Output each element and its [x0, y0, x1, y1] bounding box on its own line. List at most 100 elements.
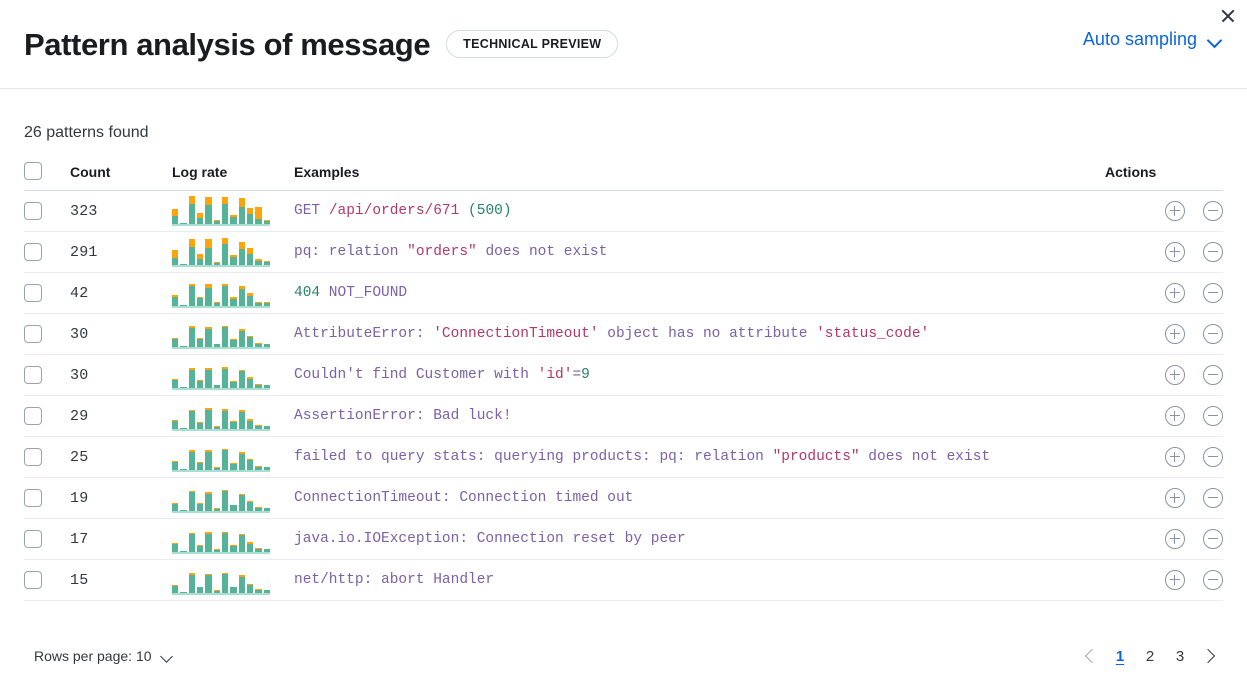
page-title: Pattern analysis of message: [24, 26, 431, 62]
sparkline-bar-base: [188, 534, 195, 552]
sparkline-bar: [255, 237, 262, 265]
sparkline-bar-top: [221, 367, 229, 369]
minus-in-circle-icon[interactable]: [1203, 488, 1223, 508]
row-select-cell: [24, 395, 70, 437]
sparkline-bar-base: [255, 507, 262, 511]
sparkline-bar-top: [238, 241, 245, 249]
sparkline-bar-top: [230, 545, 237, 546]
count-cell: 25: [70, 436, 172, 478]
plus-in-circle-icon[interactable]: [1165, 406, 1185, 426]
minus-in-circle-icon[interactable]: [1203, 406, 1223, 426]
example-token: pq: relation: [294, 244, 408, 260]
minus-in-circle-icon[interactable]: [1203, 283, 1223, 303]
chevron-right-icon[interactable]: [1197, 641, 1223, 671]
sparkline-bar-top: [205, 450, 212, 453]
pagination-page-3[interactable]: 3: [1175, 647, 1185, 665]
sparkline-bar-top: [246, 208, 254, 215]
sparkline-bar: [230, 442, 237, 470]
row-checkbox[interactable]: [24, 366, 42, 384]
sparkline-bar-base: [263, 508, 270, 511]
count-cell: 17: [70, 518, 172, 560]
minus-in-circle-icon[interactable]: [1203, 447, 1223, 467]
column-header-log-rate[interactable]: Log rate: [172, 162, 294, 191]
plus-in-circle-icon[interactable]: [1165, 488, 1185, 508]
plus-in-circle-icon[interactable]: [1165, 447, 1185, 467]
row-checkbox[interactable]: [24, 571, 42, 589]
chevron-left-icon[interactable]: [1077, 641, 1103, 671]
row-select-cell: [24, 231, 70, 273]
sparkline-bar-top: [196, 379, 204, 381]
chevron-down-icon[interactable]: [1207, 32, 1223, 48]
sparkline-bar-base: [213, 344, 220, 347]
sparkline-bar-base: [180, 304, 187, 306]
sparkline-bar-base: [246, 543, 254, 552]
sparkline-bar-base: [230, 298, 237, 306]
plus-in-circle-icon[interactable]: [1165, 324, 1185, 344]
sparkline-bar: [213, 401, 220, 429]
log-rate-cell: [172, 190, 294, 232]
sparkline-bar-base: [188, 286, 195, 306]
row-checkbox[interactable]: [24, 448, 42, 466]
minus-in-circle-icon[interactable]: [1203, 242, 1223, 262]
minus-in-circle-icon[interactable]: [1203, 201, 1223, 221]
actions-cell: [1105, 190, 1223, 232]
column-header-examples[interactable]: Examples: [294, 162, 1105, 191]
rows-per-page-selector[interactable]: Rows per page: 10: [24, 648, 174, 664]
example-token: AttributeError:: [294, 326, 434, 342]
sparkline-bar-top: [196, 338, 204, 340]
row-checkbox[interactable]: [24, 243, 42, 261]
row-checkbox[interactable]: [24, 284, 42, 302]
row-checkbox[interactable]: [24, 325, 42, 343]
sparkline-bar: [213, 360, 220, 388]
sparkline-bar-top: [238, 329, 245, 331]
row-checkbox[interactable]: [24, 202, 42, 220]
pagination-page-2[interactable]: 2: [1145, 647, 1155, 665]
sparkline-bar: [172, 237, 179, 265]
plus-in-circle-icon[interactable]: [1165, 201, 1185, 221]
row-checkbox[interactable]: [24, 530, 42, 548]
log-rate-sparkline: [172, 237, 270, 267]
select-all-checkbox[interactable]: [24, 162, 42, 180]
sparkline-bar-top: [263, 302, 270, 304]
plus-in-circle-icon[interactable]: [1165, 529, 1185, 549]
sparkline-bar-base: [255, 218, 262, 224]
row-checkbox[interactable]: [24, 489, 42, 507]
plus-in-circle-icon[interactable]: [1165, 283, 1185, 303]
pagination-page-1[interactable]: 1: [1115, 647, 1125, 665]
plus-in-circle-icon[interactable]: [1165, 570, 1185, 590]
sparkline-bar-base: [205, 247, 212, 265]
minus-in-circle-icon[interactable]: [1203, 529, 1223, 549]
row-checkbox[interactable]: [24, 407, 42, 425]
plus-in-circle-icon[interactable]: [1165, 365, 1185, 385]
log-rate-cell: [172, 272, 294, 314]
actions-cell: [1105, 395, 1223, 437]
sparkline-bar-base: [172, 215, 179, 224]
sparkline-bar-base: [238, 371, 245, 388]
sparkline-bar: [255, 196, 262, 224]
minus-in-circle-icon[interactable]: [1203, 570, 1223, 590]
auto-sampling-button[interactable]: Auto sampling: [1082, 29, 1197, 49]
sparkline-bar-base: [205, 369, 212, 388]
minus-in-circle-icon[interactable]: [1203, 365, 1223, 385]
table-header: Count Log rate Examples Actions: [24, 162, 1223, 191]
sparkline-bar-base: [221, 204, 229, 224]
row-select-cell: [24, 313, 70, 355]
sparkline-bar-top: [205, 532, 212, 534]
sparkline-bar: [238, 237, 245, 265]
count-cell: 29: [70, 395, 172, 437]
plus-in-circle-icon[interactable]: [1165, 242, 1185, 262]
column-header-count[interactable]: Count: [70, 162, 172, 191]
minus-in-circle-icon[interactable]: [1203, 324, 1223, 344]
close-icon[interactable]: [1215, 3, 1241, 29]
